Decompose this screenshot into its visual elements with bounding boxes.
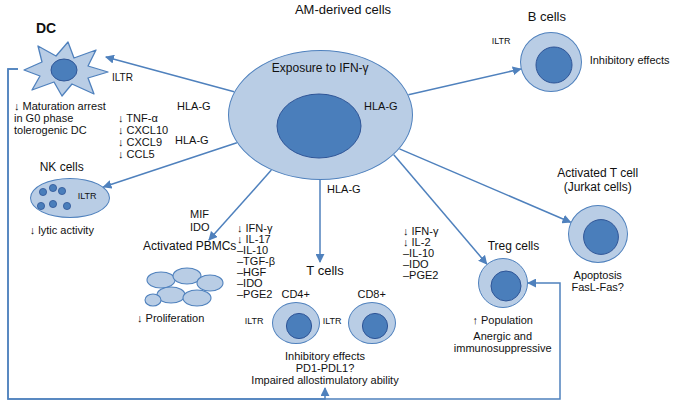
effect-note: Inhibitory effects xyxy=(240,350,410,363)
cell-illustration xyxy=(521,33,583,93)
cytokine-item: –IDO xyxy=(403,258,429,270)
receptor-label: ILTR xyxy=(492,36,511,46)
pbmc-cell xyxy=(183,290,211,306)
cell-illustration xyxy=(479,259,529,309)
arrow-connector xyxy=(106,57,234,92)
cytokine-item: –IDO xyxy=(237,277,263,289)
effect-note: ↓ Proliferation xyxy=(137,312,204,325)
arrow-connector xyxy=(319,180,321,262)
cell-outline xyxy=(24,42,108,96)
cell-heading: DC xyxy=(36,20,56,36)
granule xyxy=(37,202,44,209)
factor-item: MIF xyxy=(190,208,209,220)
nucleus xyxy=(536,47,572,83)
granule xyxy=(39,188,46,195)
nucleus xyxy=(286,313,311,338)
granule xyxy=(49,184,56,191)
nucleus xyxy=(277,94,361,158)
receptor-label: ILTR xyxy=(323,316,342,326)
cd8-cell: CD8+ILTR xyxy=(348,302,396,344)
cell-illustration xyxy=(18,40,110,98)
cytokine-item: –HGF xyxy=(237,266,266,278)
source-cell: Exposure to IFN-γ xyxy=(228,50,413,180)
cytokine-item: –TGF-β xyxy=(237,255,275,267)
cytokine-item: ↓ CCL5 xyxy=(118,148,155,160)
cell-illustration xyxy=(349,303,397,345)
effect-note: ↓ Maturation arrest in G0 phase toleroge… xyxy=(14,100,109,136)
pbmc-cell xyxy=(197,275,223,291)
cytokine-item: ↓ CXCL9 xyxy=(118,136,162,148)
effect-note: Impaired allostimulatory ability xyxy=(240,374,410,387)
pbmc-cluster: Activated PBMCs↓ Proliferation xyxy=(143,240,225,308)
cytokine-item: ↓ TNF-α xyxy=(118,112,158,124)
granule xyxy=(58,187,65,194)
molecule-label: HLA-G xyxy=(176,100,212,112)
pbmc-cell xyxy=(147,272,175,288)
molecule-label: HLA-G xyxy=(326,183,362,195)
receptor-label: ILTR xyxy=(245,316,264,326)
cd4-cell: CD4+ILTR xyxy=(272,302,320,344)
molecule-label: HLA-G xyxy=(174,134,210,146)
nucleus xyxy=(362,313,387,338)
arrow-connector xyxy=(394,155,487,264)
arrow-connector xyxy=(408,69,520,95)
cell-illustration xyxy=(273,303,321,345)
cell-illustration xyxy=(31,179,111,219)
dendritic-cell: DCILTR xyxy=(18,40,110,98)
cytokine-item: –PGE2 xyxy=(403,269,438,281)
effect-note: Anergic and immunosuppressive xyxy=(448,330,558,355)
cell-heading: Activated T cell (Jurkat cells) xyxy=(543,167,653,195)
treg-cell: Treg cells↑ PopulationAnergic and immuno… xyxy=(478,258,528,308)
cell-heading: Treg cells xyxy=(488,240,540,254)
arrow-connector xyxy=(399,149,570,222)
nucleus xyxy=(51,59,77,81)
pbmc-cell xyxy=(145,294,161,306)
cytokine-item: ↓ IL-2 xyxy=(403,236,431,248)
effect-note: PD1-PDL1? xyxy=(240,362,410,375)
effect-note: Inhibitory effects xyxy=(590,54,670,67)
cell-heading: B cells xyxy=(528,10,566,25)
nk-cell: NK cellsILTR↓ lytic activity xyxy=(30,178,110,218)
cell-heading: CD8+ xyxy=(342,288,402,301)
cytokine-item: ↓ CXCL10 xyxy=(118,124,168,136)
cytokine-item: –PGE2 xyxy=(237,288,272,300)
nucleus xyxy=(584,220,619,255)
factor-item: IDO xyxy=(190,221,210,233)
cell-heading: CD4+ xyxy=(266,288,326,301)
cell-illustration xyxy=(569,206,629,264)
arrow-connector xyxy=(8,69,560,399)
arrow-connector xyxy=(103,143,236,187)
receptor-label: ILTR xyxy=(112,72,133,84)
granule xyxy=(63,202,70,209)
molecule-label: HLA-G xyxy=(364,100,398,112)
nucleus xyxy=(491,271,521,301)
effect-note: ↑ Population xyxy=(453,314,553,327)
cytokine-item: ↓ IFN-γ xyxy=(403,225,438,237)
jurkat-cell: Activated T cell (Jurkat cells)Apoptosis… xyxy=(568,205,628,263)
cytokine-item: –IL-10 xyxy=(237,244,268,256)
granule xyxy=(49,200,56,207)
effect-note: Apoptosis FasL-Fas? xyxy=(563,269,633,294)
diagram-title: AM-derived cells xyxy=(0,3,686,17)
b-cell: B cellsILTRInhibitory effects xyxy=(520,32,582,92)
t-cell-group: T cellsInhibitory effectsPD1-PDL1?Impair… xyxy=(240,262,410,388)
cytokine-item: ↓ IFN-γ xyxy=(237,222,272,234)
cell-caption: Exposure to IFN-γ xyxy=(228,62,413,76)
cell-heading: NK cells xyxy=(40,161,84,175)
cytokine-item: –IL-10 xyxy=(403,247,434,259)
effect-note: ↓ lytic activity xyxy=(30,224,94,237)
cytokine-item: ↓ IL-17 xyxy=(237,233,271,245)
receptor-label: ILTR xyxy=(78,191,97,201)
cell-heading: Activated PBMCs xyxy=(143,240,225,254)
